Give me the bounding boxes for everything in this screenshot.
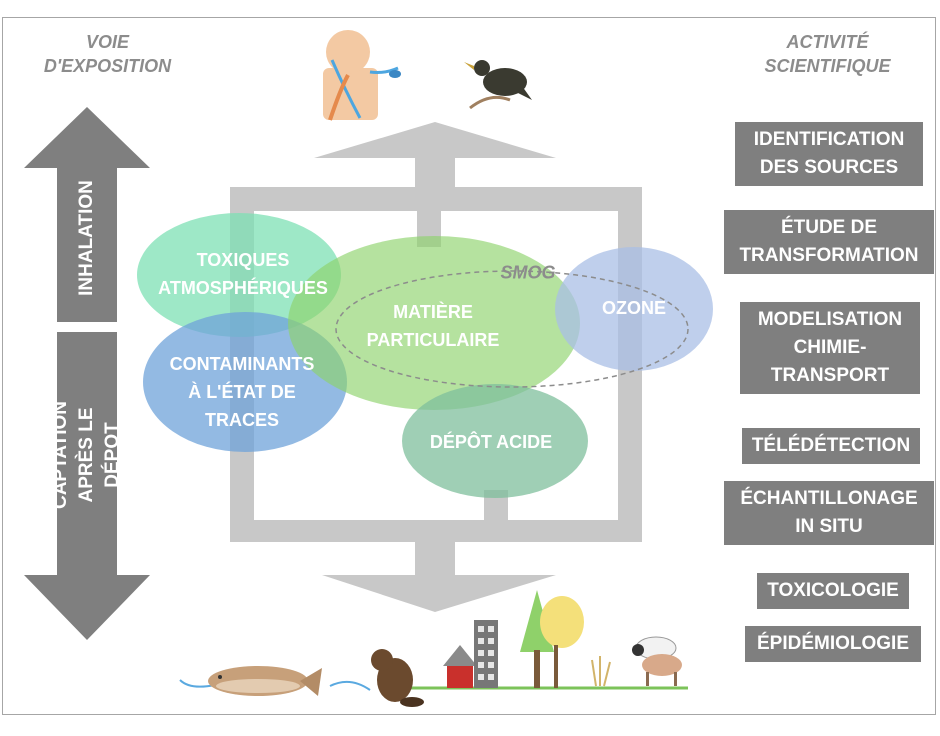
oval-particulate	[288, 236, 580, 410]
tree-icon	[520, 590, 584, 688]
heading-scientific-activity: ACTIVITÉ SCIENTIFIQUE	[764, 32, 891, 76]
activity-chemical-transport-modeling: MODELISATION CHIMIE- TRANSPORT	[740, 302, 920, 394]
activity-transformation-study: ÉTUDE DE TRANSFORMATION	[724, 210, 934, 274]
oval-acid	[402, 384, 588, 498]
label-ozone: OZONE	[601, 298, 667, 318]
down-arrow-stem	[415, 535, 455, 580]
deposition-arrow-down	[24, 332, 150, 640]
inhalation-arrow-up	[24, 107, 150, 322]
down-arrow-head	[322, 575, 556, 612]
activity-in-situ-sampling: ÉCHANTILLONAGE IN SITU	[724, 481, 934, 545]
exposure-double-arrow	[24, 107, 150, 640]
smog-dashed-outline	[335, 270, 689, 388]
label-acid: DÉPÔT ACIDE	[429, 432, 553, 452]
deposition-label: CAPTATION APRÈS LE DÉPOT	[50, 400, 123, 510]
bird-icon	[464, 60, 532, 110]
label-toxics: TOXIQUES ATMOSPHÉRIQUES	[158, 250, 328, 298]
oval-toxics	[137, 213, 341, 337]
beaver-icon	[371, 649, 424, 707]
diagram-frame	[2, 17, 936, 715]
wheat-icon	[591, 656, 611, 687]
flow-frame-bottom	[230, 520, 640, 542]
human-breathing-icon	[323, 30, 401, 121]
up-arrow-head	[314, 122, 556, 158]
cow-icon	[632, 636, 682, 686]
inhalation-label: INHALATION	[76, 180, 97, 296]
heading-exposure-route: VOIE D'EXPOSITION	[43, 32, 172, 76]
activity-source-identification: IDENTIFICATION DES SOURCES	[735, 122, 923, 186]
house-icon	[443, 645, 477, 688]
activity-epidemiology: ÉPIDÉMIOLOGIE	[745, 626, 921, 662]
activity-toxicology: TOXICOLOGIE	[757, 573, 909, 609]
fish-icon	[208, 666, 322, 696]
label-smog: SMOG	[500, 262, 556, 283]
pollutant-ovals	[137, 213, 713, 498]
activity-remote-sensing: TÉLÉDÉTECTION	[742, 428, 920, 464]
label-traces: CONTAMINANTS À L'ÉTAT DE TRACES	[169, 354, 315, 430]
label-particulate: MATIÈRE PARTICULAIRE	[366, 302, 500, 350]
building-icon	[474, 620, 498, 688]
